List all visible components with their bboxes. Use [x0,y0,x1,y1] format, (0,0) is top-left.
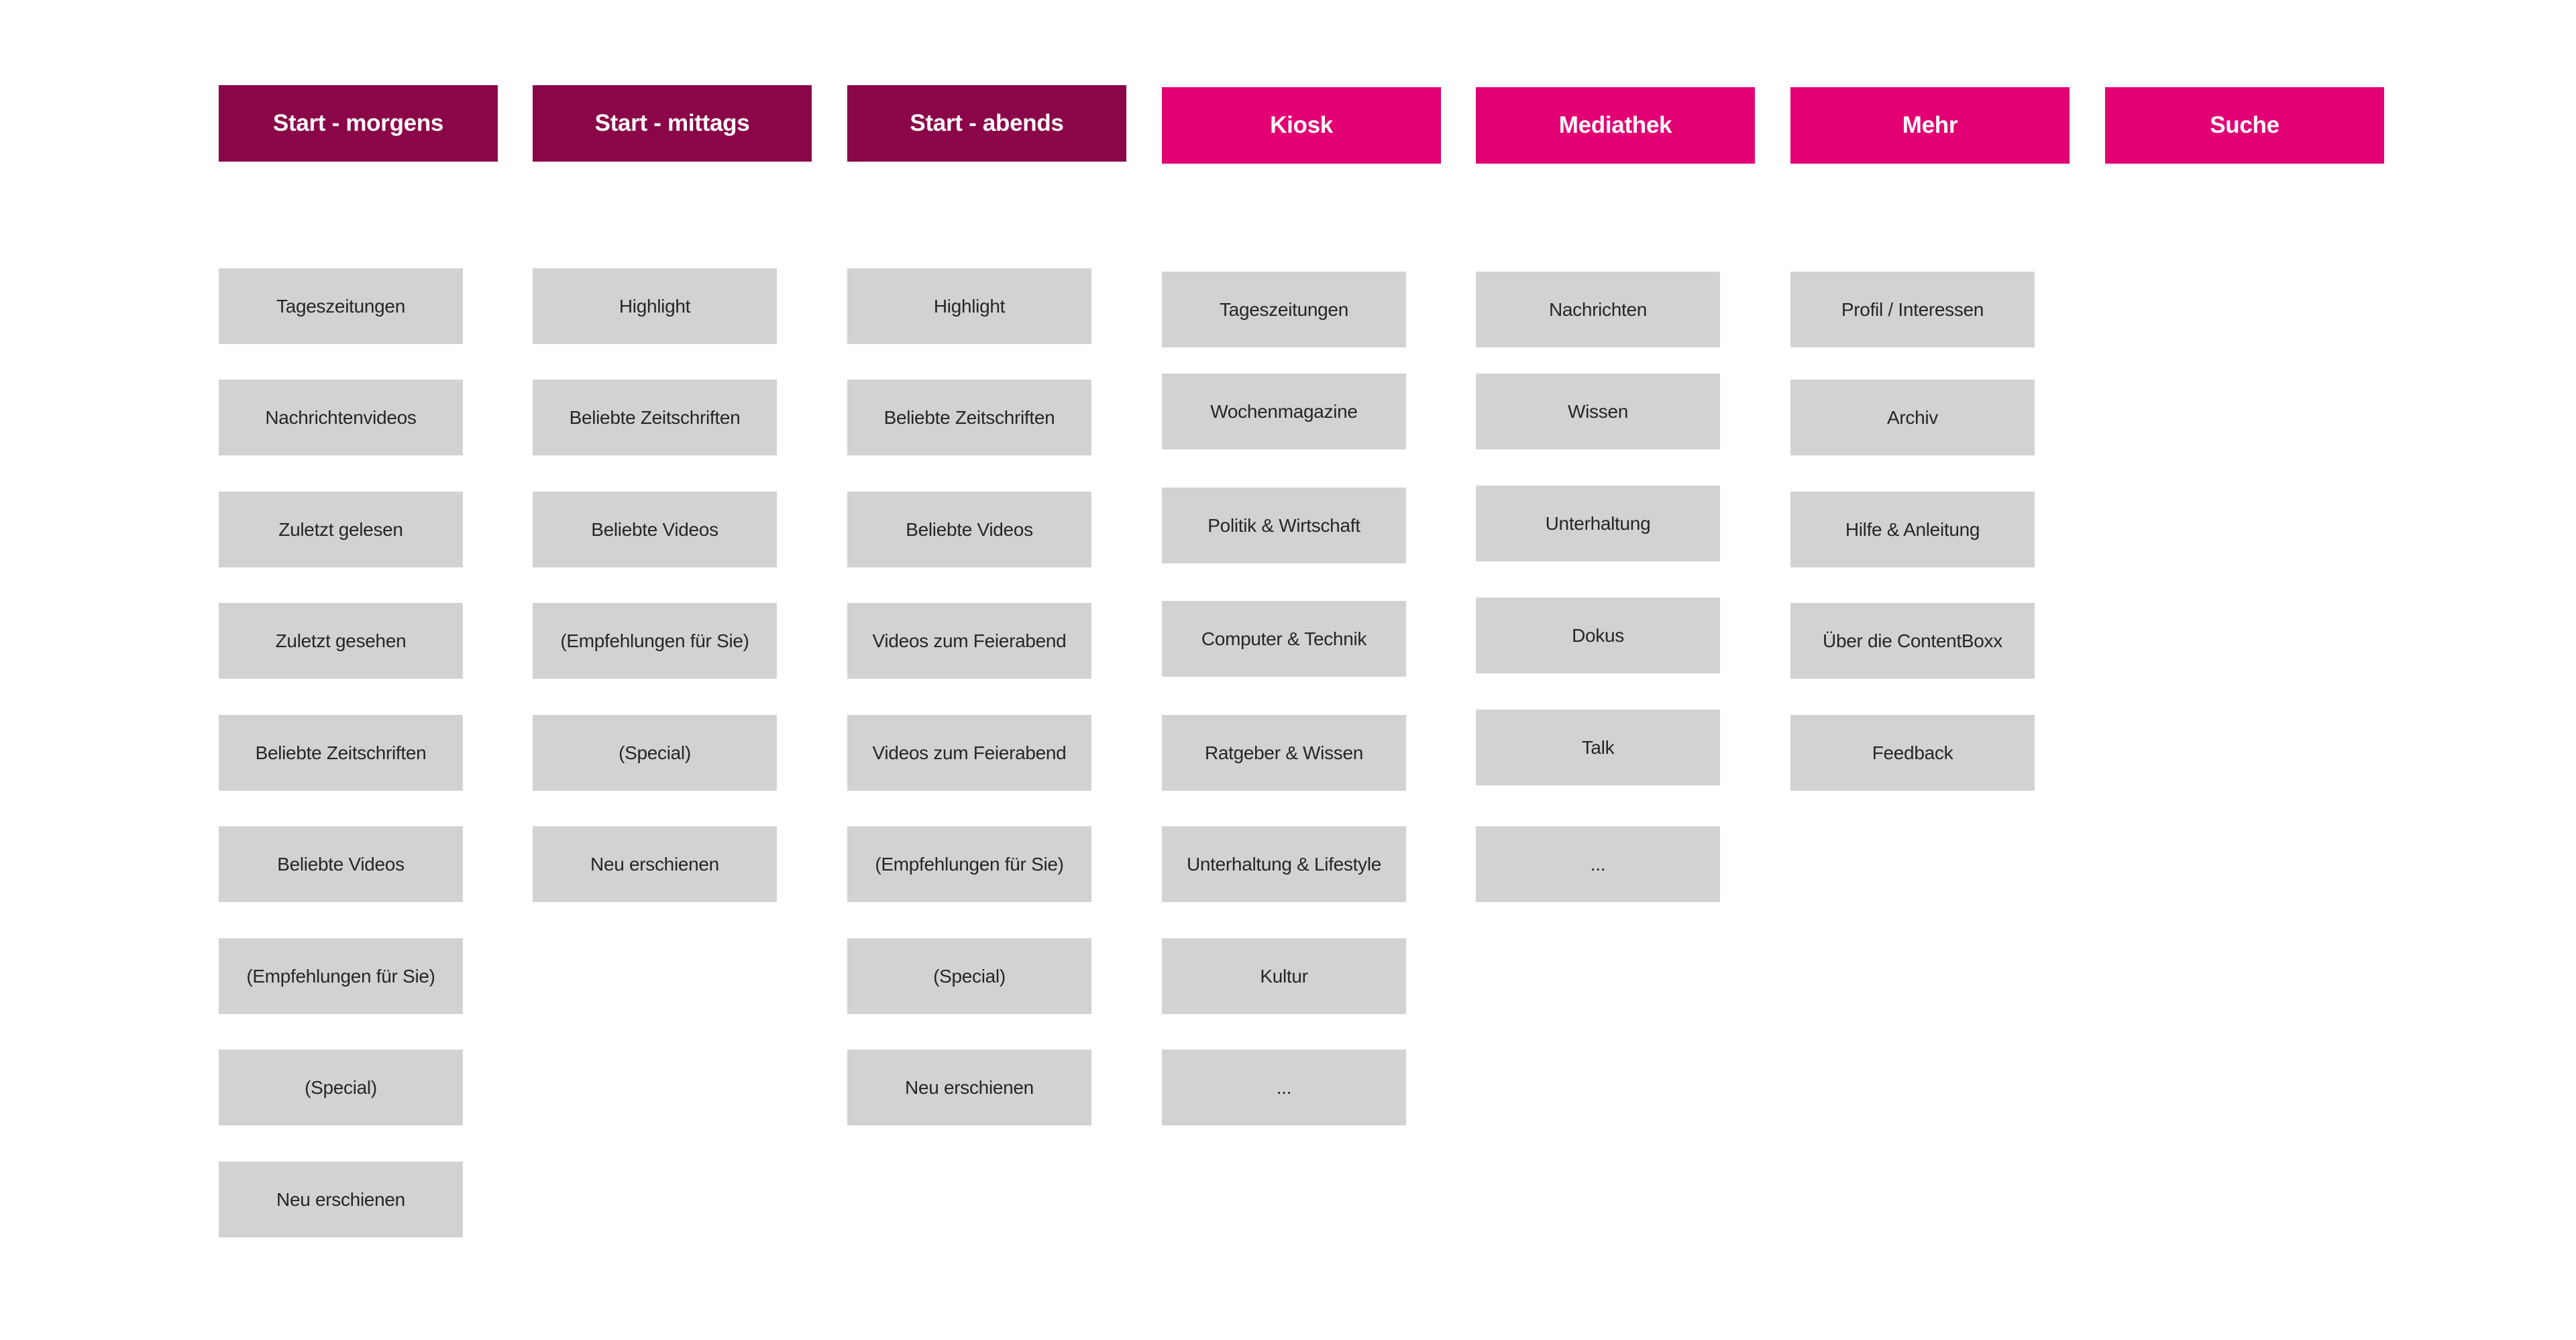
section-box: (Special) [533,715,777,791]
section-box: Beliebte Zeitschriften [847,380,1091,455]
header-kiosk: Kiosk [1162,87,1441,164]
section-box: Videos zum Feierabend [847,715,1091,791]
header-mehr: Mehr [1790,87,2070,164]
section-box: Dokus [1476,598,1720,673]
section-box: Neu erschienen [847,1050,1091,1125]
section-box: Beliebte Zeitschriften [533,380,777,455]
section-box: Tageszeitungen [1162,272,1406,347]
header-start-abends: Start - abends [847,85,1126,162]
section-box: (Empfehlungen für Sie) [847,826,1091,902]
section-box: Videos zum Feierabend [847,603,1091,679]
section-box: Computer & Technik [1162,601,1406,677]
section-box: Zuletzt gesehen [219,603,463,679]
section-box: Feedback [1790,715,2035,791]
section-box: ... [1476,826,1720,902]
section-box: Neu erschienen [533,826,777,902]
section-box: Nachrichten [1476,272,1720,347]
section-box: Beliebte Videos [533,492,777,567]
column-suche: Suche [2105,0,2384,1340]
section-box: Beliebte Videos [219,826,463,902]
section-box: Tageszeitungen [219,268,463,344]
section-box: (Empfehlungen für Sie) [533,603,777,679]
section-box: Beliebte Videos [847,492,1091,567]
section-box: Unterhaltung [1476,486,1720,561]
section-box: Politik & Wirtschaft [1162,488,1406,563]
section-box: ... [1162,1050,1406,1125]
section-box: Beliebte Zeitschriften [219,715,463,791]
section-box: (Special) [219,1050,463,1125]
section-box: Zuletzt gelesen [219,492,463,567]
header-start-mittags: Start - mittags [533,85,812,162]
section-box: Talk [1476,710,1720,785]
section-box: Highlight [847,268,1091,344]
section-box: (Empfehlungen für Sie) [219,938,463,1014]
header-suche: Suche [2105,87,2384,164]
header-start-morgens: Start - morgens [219,85,498,162]
section-box: Profil / Interessen [1790,272,2035,347]
section-box: Archiv [1790,380,2035,455]
section-box: Nachrichtenvideos [219,380,463,455]
section-box: Über die ContentBoxx [1790,603,2035,679]
section-box: Unterhaltung & Lifestyle [1162,826,1406,902]
section-box: Highlight [533,268,777,344]
section-box: Wissen [1476,374,1720,449]
section-box: Kultur [1162,938,1406,1014]
section-box: Neu erschienen [219,1162,463,1237]
section-box: Wochenmagazine [1162,374,1406,449]
section-box: (Special) [847,938,1091,1014]
header-mediathek: Mediathek [1476,87,1755,164]
section-box: Ratgeber & Wissen [1162,715,1406,791]
section-box: Hilfe & Anleitung [1790,492,2035,567]
